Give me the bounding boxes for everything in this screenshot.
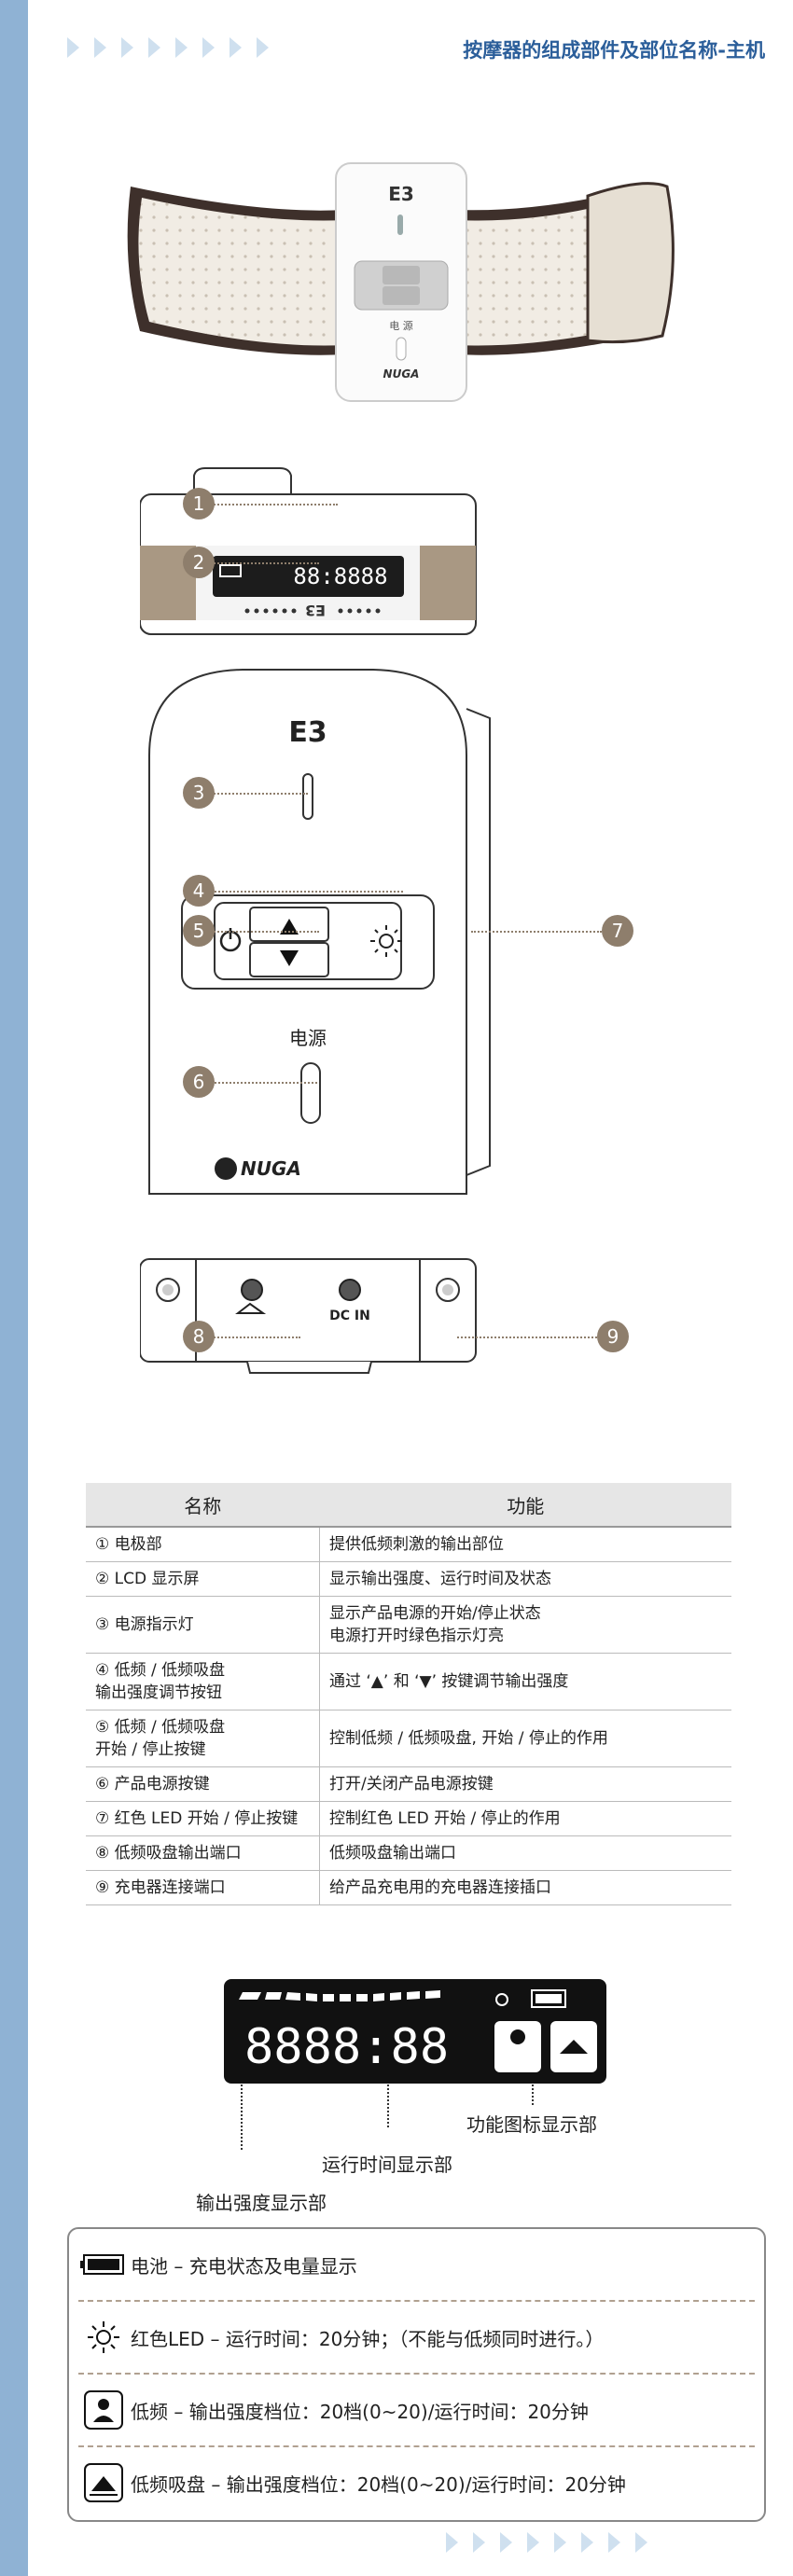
- table-row: ⑨ 充电器连接端口给产品充电用的充电器连接插口: [86, 1870, 731, 1905]
- svg-text:NUGA: NUGA: [241, 1157, 301, 1180]
- svg-text:E3: E3: [388, 183, 414, 205]
- massager-belt-illustration: E3 电 源 NUGA: [127, 162, 675, 402]
- legend-row-battery: 电池 – 充电状态及电量显示: [69, 2229, 764, 2300]
- table-row: ⑧ 低频吸盘输出端口低频吸盘输出端口: [86, 1835, 731, 1871]
- callout-5: 5: [183, 915, 215, 947]
- lcd-detail: 8888:88: [224, 1979, 606, 2084]
- low-frequency-icon: [77, 2390, 131, 2430]
- top-decoration: [67, 37, 269, 58]
- table-row: ① 电极部提供低频刺激的输出部位: [86, 1527, 731, 1562]
- callout-4: 4: [183, 875, 215, 907]
- part-function-cell: 控制低频 / 低频吸盘, 开始 / 停止的作用: [319, 1710, 731, 1767]
- part-function-cell: 给产品充电用的充电器连接插口: [319, 1870, 731, 1905]
- part-function-cell: 低频吸盘输出端口: [319, 1835, 731, 1871]
- table-row: ⑥ 产品电源按键打开/关闭产品电源按键: [86, 1766, 731, 1802]
- part-name-cell: ⑤ 低频 / 低频吸盘 开始 / 停止按键: [86, 1710, 320, 1767]
- dc-in-label: DC IN: [329, 1309, 370, 1323]
- part-function-cell: 显示产品电源的开始/停止状态 电源打开时绿色指示灯亮: [319, 1596, 731, 1654]
- battery-icon: [77, 2252, 131, 2277]
- left-side-bar: [0, 0, 28, 2576]
- callout-7: 7: [602, 915, 633, 947]
- icon-legend: 电池 – 充电状态及电量显示 红色LED – 运行时间：20分钟；（不能与低频同…: [67, 2227, 766, 2522]
- svg-text:E3: E3: [305, 602, 326, 619]
- callout-6: 6: [183, 1066, 215, 1098]
- page-title: 按摩器的组成部件及部位名称-主机: [463, 39, 765, 62]
- legend-row-led: 红色LED – 运行时间：20分钟；（不能与低频同时进行。）: [69, 2302, 764, 2373]
- svg-text:电 源: 电 源: [389, 319, 413, 332]
- svg-text:NUGA: NUGA: [383, 367, 420, 381]
- header-function: 功能: [319, 1483, 731, 1528]
- legend-text-low-frequency: 低频 – 输出强度档位：20档(0~20)/运行时间：20分钟: [131, 2400, 589, 2423]
- part-name-cell: ① 电极部: [86, 1527, 320, 1562]
- power-label-diagram: 电源: [289, 1027, 327, 1049]
- sun-led-icon: [77, 2319, 131, 2356]
- legend-text-suction-cup: 低频吸盘 – 输出强度档位：20档(0~20)/运行时间：20分钟: [131, 2472, 626, 2496]
- header-name: 名称: [86, 1483, 320, 1528]
- part-name-cell: ④ 低频 / 低频吸盘 输出强度调节按钮: [86, 1653, 320, 1710]
- part-name-cell: ⑥ 产品电源按键: [86, 1766, 320, 1802]
- part-name-cell: ② LCD 显示屏: [86, 1561, 320, 1597]
- lcd-digits: 8888:88: [244, 2019, 449, 2075]
- callout-3: 3: [183, 777, 215, 809]
- table-header-row: 名称 功能: [86, 1483, 731, 1528]
- label-run-time: 运行时间显示部: [322, 2154, 452, 2176]
- callout-1: 1: [183, 488, 215, 519]
- part-name-cell: ⑨ 充电器连接端口: [86, 1870, 320, 1905]
- part-name-cell: ③ 电源指示灯: [86, 1596, 320, 1654]
- table-row: ④ 低频 / 低频吸盘 输出强度调节按钮通过 ‘▲’ 和 ‘▼’ 按键调节输出强…: [86, 1653, 731, 1710]
- legend-text-led: 红色LED – 运行时间：20分钟；（不能与低频同时进行。）: [131, 2327, 605, 2350]
- label-function-icons: 功能图标显示部: [466, 2113, 597, 2136]
- suction-cup-icon: [77, 2463, 131, 2502]
- part-name-cell: ⑦ 红色 LED 开始 / 停止按键: [86, 1801, 320, 1836]
- part-name-cell: ⑧ 低频吸盘输出端口: [86, 1835, 320, 1871]
- bottom-decoration: [446, 2532, 647, 2553]
- table-row: ② LCD 显示屏显示输出强度、运行时间及状态: [86, 1561, 731, 1597]
- device-diagram: 88:8888 E3 E3 电源 NUGA DC IN: [140, 467, 491, 1374]
- part-function-cell: 提供低频刺激的输出部位: [319, 1527, 731, 1562]
- cross-section-lcd-digits: 88:8888: [293, 563, 387, 589]
- part-function-cell: 控制红色 LED 开始 / 停止的作用: [319, 1801, 731, 1836]
- part-function-cell: 通过 ‘▲’ 和 ‘▼’ 按键调节输出强度: [319, 1653, 731, 1710]
- svg-text:E3: E3: [288, 716, 327, 749]
- legend-row-low-frequency: 低频 – 输出强度档位：20档(0~20)/运行时间：20分钟: [69, 2375, 764, 2445]
- callout-9: 9: [597, 1321, 629, 1352]
- part-function-cell: 打开/关闭产品电源按键: [319, 1766, 731, 1802]
- part-function-cell: 显示输出强度、运行时间及状态: [319, 1561, 731, 1597]
- table-row: ⑦ 红色 LED 开始 / 停止按键控制红色 LED 开始 / 停止的作用: [86, 1801, 731, 1836]
- label-output-strength: 输出强度显示部: [196, 2192, 327, 2214]
- table-row: ⑤ 低频 / 低频吸盘 开始 / 停止按键控制低频 / 低频吸盘, 开始 / 停…: [86, 1710, 731, 1767]
- callout-2: 2: [183, 547, 215, 578]
- callout-8: 8: [183, 1321, 215, 1352]
- table-row: ③ 电源指示灯显示产品电源的开始/停止状态 电源打开时绿色指示灯亮: [86, 1596, 731, 1654]
- legend-row-suction-cup: 低频吸盘 – 输出强度档位：20档(0~20)/运行时间：20分钟: [69, 2447, 764, 2518]
- legend-text-battery: 电池 – 充电状态及电量显示: [131, 2254, 357, 2278]
